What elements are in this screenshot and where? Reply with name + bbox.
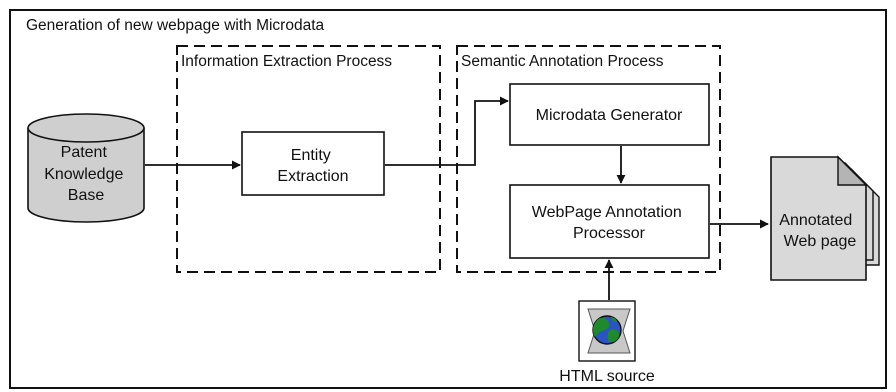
svg-text:Annotated Web page: Annotated Web page [779,212,856,250]
microdata-generator-box: Microdata Generator [509,83,710,146]
svg-text:WebPage Annotation Proce: WebPage Annotation Processor [532,204,687,242]
annotated-page-label-line: Web page [784,233,857,250]
globe-icon [592,315,622,345]
annotation-processor-label-line: WebPage Annotation [532,204,682,221]
diagram-title: Generation of new webpage with Microdata [26,17,324,34]
microdata-generator-label: Microdata Generator [536,107,683,124]
svg-text:Microdata Generator: Microdata Generator [536,107,683,124]
html-source-icon-group: HTML source [559,300,655,385]
group-information-extraction [176,45,441,273]
annotated-page-label-line: Annotated [779,212,852,229]
outer-frame [9,9,887,389]
html-source-label: HTML source [559,368,655,385]
entity-extraction-label-line: Extraction [277,168,348,185]
annotated-web-page-document: Annotated Web page [770,155,880,281]
group-semantic-annotation [456,45,721,273]
entity-extraction-box: Entity Extraction [241,131,385,196]
edge-entity-extraction-to-microdata-generator [385,96,509,166]
annotation-processor-box: WebPage Annotation Processor [509,184,710,259]
group-semantic-annotation-label: Semantic Annotation Process [461,53,664,70]
svg-text:Patent Knowledge B: Patent Knowledge Base [44,144,128,204]
knowledge-base-label-line: Knowledge [44,166,123,183]
annotation-processor-label-line: Processor [573,225,646,242]
group-information-extraction-label: Information Extraction Process [181,53,392,70]
knowledge-base-label-line: Patent [61,144,108,161]
knowledge-base-cylinder: Patent Knowledge Base [27,113,145,223]
entity-extraction-label-line: Entity [291,147,331,164]
svg-text:Entity Extraction: Entity Extraction [277,147,348,185]
knowledge-base-label-line: Base [68,187,105,204]
